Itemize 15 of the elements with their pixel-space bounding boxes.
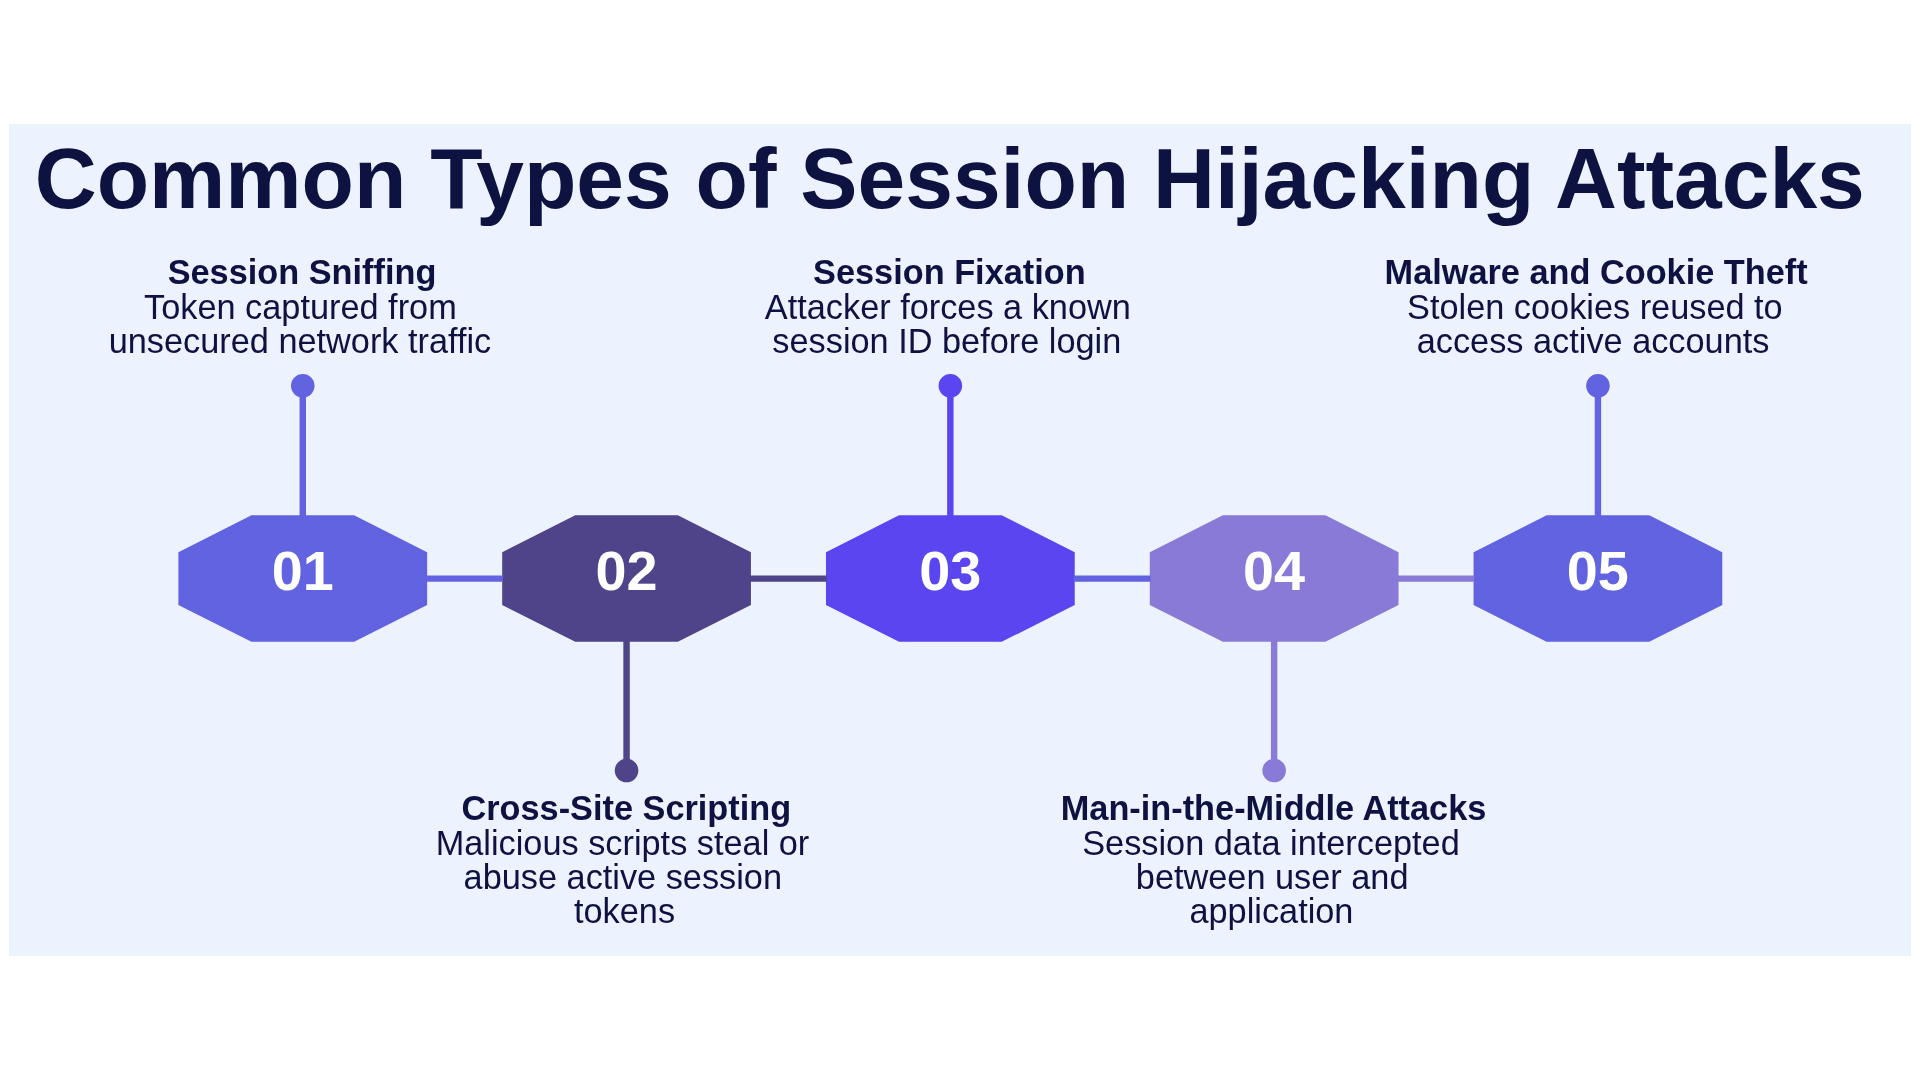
diagram-title: Common Types of Session Hijacking Attacks xyxy=(34,129,1865,226)
connector xyxy=(749,575,827,582)
connector xyxy=(1586,374,1610,517)
connector xyxy=(614,641,639,783)
node-text: Cross-Site Scripting Malicious scripts steal or abuse active session tokens xyxy=(435,789,810,931)
connector xyxy=(290,374,315,517)
connector xyxy=(1397,575,1475,582)
connector xyxy=(1073,575,1151,582)
node-text: Session Sniffing Token captured from unsecured network traffic xyxy=(108,253,492,361)
connector xyxy=(938,374,963,517)
node-text: Malware and Cookie Theft Stolen cookies reused to access active accounts xyxy=(1384,253,1808,361)
connector xyxy=(426,575,503,582)
node-text: Man-in-the-Middle Attacks Session data intercepted between user and application xyxy=(1060,789,1487,931)
node-text: Session Fixation Attacker forces a known session ID before login xyxy=(764,253,1131,361)
connector xyxy=(1262,641,1286,783)
